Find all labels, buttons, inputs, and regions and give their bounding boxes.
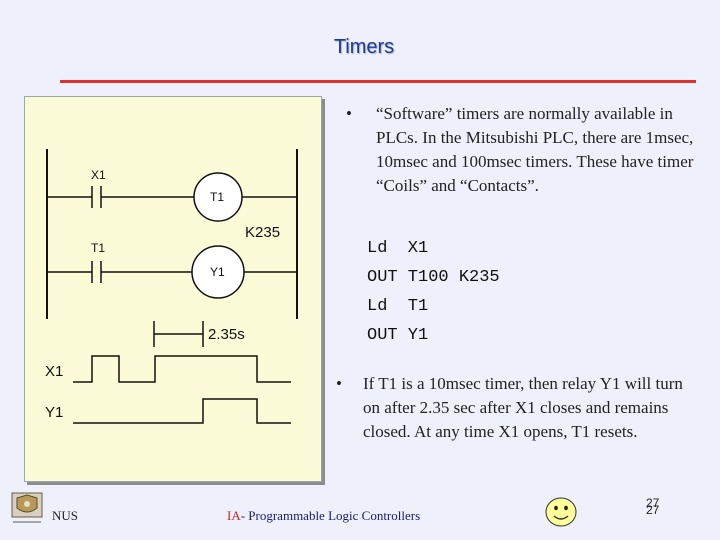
footer-course-title: IA- Programmable Logic Controllers [227, 508, 420, 524]
code-line: OUT Y1 [367, 326, 429, 345]
signal-y1-waveform [73, 398, 291, 424]
code-line: OUT T100 K235 [367, 268, 500, 287]
bullet-text: “Software” timers are normally available… [376, 104, 694, 195]
signal-x1-label: X1 [45, 363, 63, 380]
page-number-shadow: 27 [646, 503, 660, 517]
smiley-face-icon [545, 497, 577, 532]
signal-x1-waveform [73, 355, 291, 383]
code-line: Ld X1 [367, 239, 429, 258]
rung-2: T1 Y1 [47, 241, 297, 299]
signal-y1-label: Y1 [45, 404, 63, 421]
bullet-dot: • [336, 374, 342, 393]
preset-label: K235 [245, 224, 280, 241]
title-underline [60, 80, 696, 83]
slide-title: Timers [333, 36, 395, 58]
course-name: - Programmable Logic Controllers [240, 508, 421, 523]
coil-t1-label: T1 [210, 190, 224, 204]
ladder-code-listing: Ld X1 OUT T100 K235 Ld T1 OUT Y1 [367, 234, 500, 350]
footer-org: NUS [52, 508, 79, 523]
bullet-text: If T1 is a 10msec timer, then relay Y1 w… [363, 374, 683, 441]
ladder-diagram-panel: X1 T1 K235 T1 Y1 2.35s X1 Y1 [24, 96, 322, 482]
delay-marker: 2.35s [153, 321, 245, 347]
contact-t1-label: T1 [91, 241, 105, 255]
rung-1: X1 T1 K235 [47, 168, 297, 241]
delay-label: 2.35s [208, 326, 245, 343]
bullet-dot: • [346, 104, 352, 123]
coil-y1-label: Y1 [210, 265, 225, 279]
course-prefix: IA [227, 508, 241, 523]
university-crest-icon [11, 492, 43, 526]
contact-x1-label: X1 [91, 168, 106, 182]
ladder-diagram: X1 T1 K235 T1 Y1 2.35s X1 Y1 [45, 149, 298, 424]
code-line: Ld T1 [367, 297, 429, 316]
page-number: 27 [646, 496, 660, 510]
